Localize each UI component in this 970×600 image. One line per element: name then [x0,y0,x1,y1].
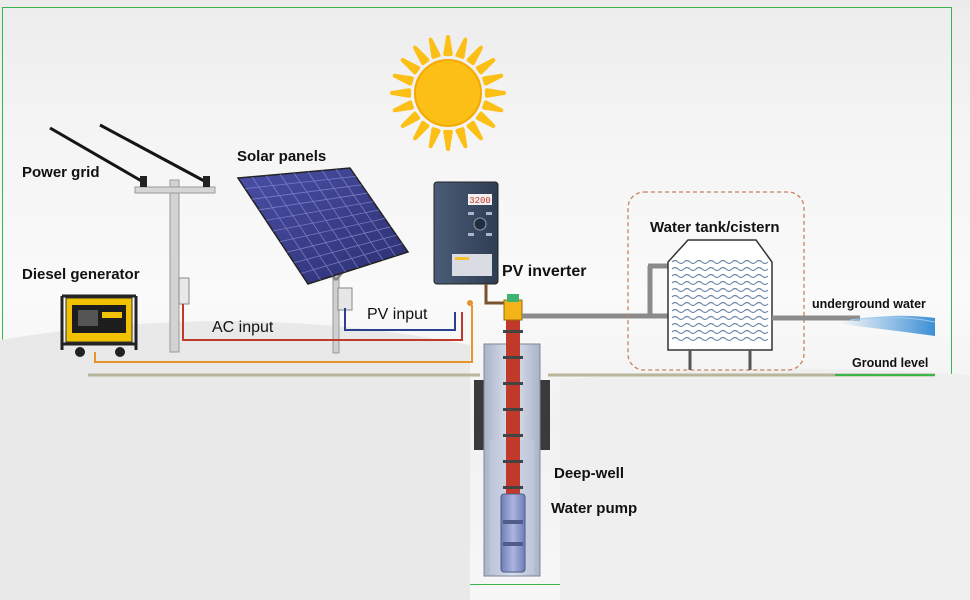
terrain-shade-right [560,368,970,600]
label-water-pump: Water pump [551,500,638,517]
svg-text:3200: 3200 [469,196,491,206]
sun-icon [390,35,506,151]
terrain-shade [0,321,470,600]
utility-pole-icon [134,176,216,353]
pv-input-wire [344,308,456,331]
terminal-dot [467,300,473,306]
label-water-tank: Water tank/cistern [650,219,780,236]
pump-cable [484,284,508,305]
label-deep-well: Deep-well [554,465,625,482]
water-tank-icon [647,239,860,370]
label-power-grid: Power grid [22,164,100,181]
label-ac-input: AC input [212,319,274,336]
pv-inverter-device: 3200 [433,181,499,285]
diagram-frame [2,7,952,585]
solar-panel-icon [236,167,410,354]
label-pv-input: PV input [367,306,428,323]
label-solar-panels: Solar panels [237,148,327,165]
label-underground-water: underground water [812,297,926,311]
tank-enclosure [627,191,805,371]
well-head-pipe [503,294,668,321]
underground-water-stream [840,315,936,336]
label-diesel-generator: Diesel generator [22,266,140,283]
ac-input-wire [182,304,463,341]
generator-wire [94,305,473,363]
power-grid-lines-icon [49,123,209,185]
deep-well-icon [474,318,550,577]
diesel-generator-icon [60,294,138,357]
label-pv-inverter: PV inverter [502,263,587,280]
label-ground-level: Ground level [852,356,929,370]
